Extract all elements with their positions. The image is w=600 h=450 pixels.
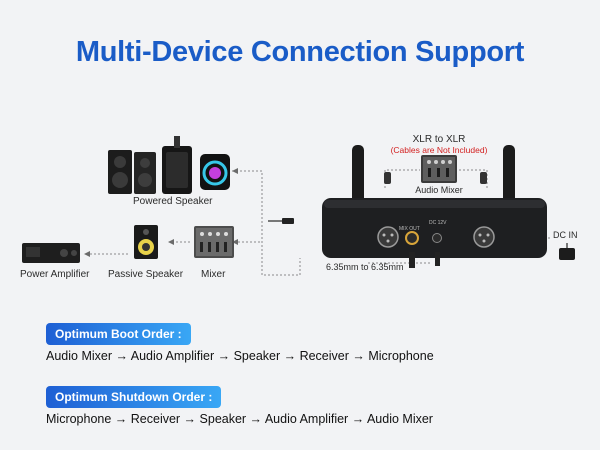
arrow-left-icon — [232, 239, 238, 245]
shutdown-order-heading: Optimum Shutdown Order : — [46, 386, 222, 408]
power-amplifier-icon — [22, 243, 80, 263]
jack-cable-label: 6.35mm to 6.35mm — [326, 262, 404, 272]
page-title: Multi-Device Connection Support — [75, 36, 525, 68]
dc-cable — [435, 252, 440, 266]
xlr-plug-right — [480, 172, 487, 184]
audio-mixer-icon — [421, 155, 457, 183]
mixer-label: Mixer — [201, 269, 226, 280]
audio-mixer-label: Audio Mixer — [415, 185, 463, 195]
mixer-icon — [194, 226, 234, 258]
powered-speaker-icons — [108, 136, 230, 194]
boot-order-heading: Optimum Boot Order : — [46, 323, 191, 345]
xlr-cable-note: (Cables are Not Included) — [390, 145, 488, 155]
boot-order-sequence: Audio Mixer → Audio Amplifier → Speaker … — [46, 349, 434, 363]
power-amplifier-label: Power Amplifier — [20, 269, 90, 280]
power-adapter-icon — [559, 243, 575, 260]
passive-speaker-label: Passive Speaker — [108, 269, 184, 280]
passive-speaker-icon — [134, 225, 158, 259]
antenna-right — [503, 145, 515, 207]
connector-powered-speaker — [232, 170, 301, 276]
xlr-port-left — [377, 226, 399, 248]
xlr-cable-title: XLR to XLR — [412, 134, 466, 145]
xlr-port-right — [473, 226, 495, 248]
dc-port — [432, 233, 442, 243]
arrow-left-icon — [168, 239, 174, 245]
powered-speaker-label: Powered Speaker — [133, 196, 213, 207]
xlr-plug-left — [384, 172, 391, 184]
arrow-left-icon — [232, 168, 238, 174]
receiver-icon — [322, 145, 547, 268]
arrow-heads — [84, 168, 238, 257]
jack-cable — [409, 252, 415, 268]
dotted-connectors — [88, 169, 552, 276]
mix-out-label: MIX OUT — [399, 226, 420, 232]
dc-in-label: DC IN — [553, 230, 578, 240]
shutdown-order-sequence: Microphone → Receiver → Speaker → Audio … — [46, 412, 433, 426]
jack-port — [405, 231, 419, 245]
arrow-left-icon — [84, 251, 90, 257]
dc-12v-label: DC 12V — [429, 220, 447, 226]
jack-plug-icon — [268, 218, 294, 224]
antenna-left — [352, 145, 364, 207]
